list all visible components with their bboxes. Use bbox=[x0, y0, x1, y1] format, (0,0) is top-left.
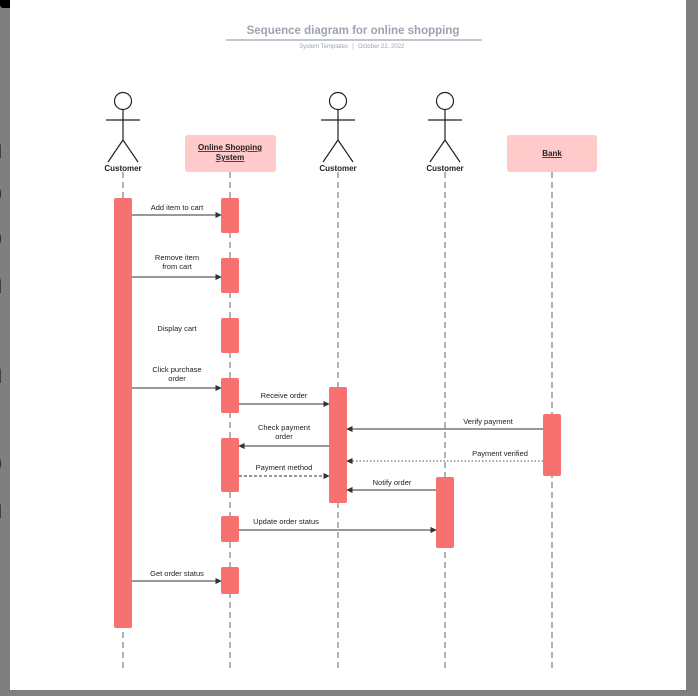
stick-figure-icon bbox=[428, 91, 462, 163]
subtitle-separator: | bbox=[352, 44, 354, 50]
participant-label: Customer bbox=[319, 164, 356, 173]
participant-label: Customer bbox=[426, 164, 463, 173]
background-glyph: o bbox=[0, 215, 12, 260]
subtitle-date: October 22, 2022 bbox=[358, 44, 405, 50]
diagram-title: Sequence diagram for online shopping bbox=[247, 25, 460, 37]
stick-figure-icon bbox=[106, 91, 140, 163]
label-line: Click purchase bbox=[152, 365, 201, 374]
actor-customer3: Customer bbox=[426, 91, 464, 173]
label-line: Online Shopping bbox=[198, 143, 262, 152]
background-glyph: n bbox=[0, 350, 12, 395]
background-glyph: o bbox=[0, 170, 12, 215]
participant-label: Customer bbox=[104, 164, 141, 173]
activation-system-4 bbox=[221, 378, 239, 413]
activation-system-7 bbox=[221, 567, 239, 594]
message-label: Receive order bbox=[261, 391, 308, 400]
activation-system-3 bbox=[221, 318, 239, 353]
label-line: order bbox=[168, 374, 186, 383]
label-line: Remove item bbox=[155, 253, 199, 262]
subtitle-source: System Templates bbox=[299, 44, 348, 50]
message-label: Payment method bbox=[256, 463, 313, 472]
message-label: Update order status bbox=[253, 517, 319, 526]
diagram-frame: Sequence diagram for online shopping Sys… bbox=[10, 0, 686, 690]
background-glyph: n bbox=[0, 125, 12, 170]
message-label: Get order status bbox=[150, 569, 204, 578]
label-line: Check payment bbox=[258, 423, 311, 432]
actor-customer1: Customer bbox=[104, 91, 142, 173]
message-label: Notify order bbox=[373, 478, 412, 487]
stick-figure-icon bbox=[321, 91, 355, 163]
sequence-diagram: Sequence diagram for online shopping Sys… bbox=[104, 25, 597, 672]
message-label: Display cart bbox=[157, 324, 197, 333]
background-glyph: o bbox=[0, 440, 12, 485]
label-line: from cart bbox=[162, 262, 193, 271]
label-line: System bbox=[216, 153, 244, 162]
participant-label: Bank bbox=[542, 149, 562, 158]
background-glyph: c bbox=[0, 80, 12, 125]
message-label: Verify payment bbox=[463, 417, 514, 426]
object-bank: Bank bbox=[507, 135, 597, 172]
activation-customer1 bbox=[114, 198, 132, 628]
background-text: cnoontnton bbox=[0, 80, 12, 530]
background-glyph: n bbox=[0, 260, 12, 305]
activation-system-6 bbox=[221, 516, 239, 542]
activation-system-2 bbox=[221, 258, 239, 293]
message-label: Add item to cart bbox=[151, 203, 204, 212]
activations bbox=[114, 198, 561, 628]
message-label: Payment verified bbox=[472, 449, 528, 458]
label-line: order bbox=[275, 432, 293, 441]
background-glyph: n bbox=[0, 485, 12, 530]
activation-customer2 bbox=[329, 387, 347, 503]
activation-system-1 bbox=[221, 198, 239, 233]
actor-customer2: Customer bbox=[319, 91, 357, 173]
activation-bank bbox=[543, 414, 561, 476]
activation-system-5 bbox=[221, 438, 239, 492]
activation-customer3 bbox=[436, 477, 454, 548]
